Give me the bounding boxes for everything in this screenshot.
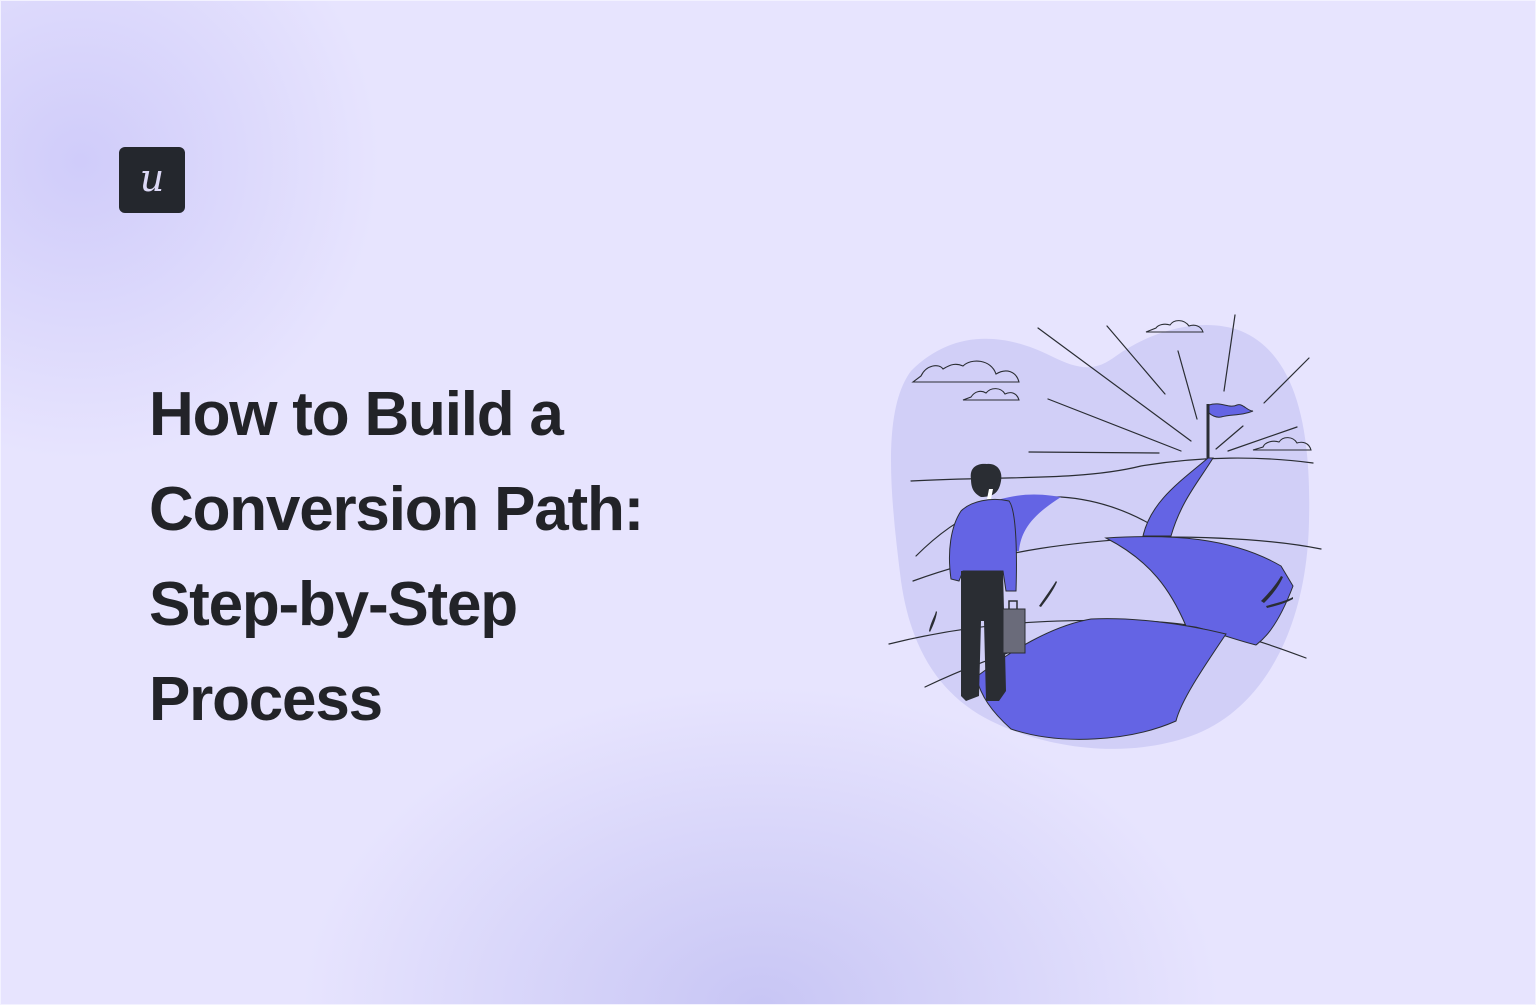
page-title: How to Build a Conversion Path: Step-by-… <box>149 367 769 747</box>
sun-rays <box>1028 314 1310 454</box>
mid-path <box>1104 536 1294 646</box>
title-line-3: Step-by-Step <box>149 570 518 639</box>
far-path <box>1142 457 1214 537</box>
path-to-flag-illustration <box>888 314 1322 749</box>
person-figure <box>948 463 1026 701</box>
brand-logo: u <box>119 147 185 213</box>
title-line-2: Conversion Path: <box>149 475 644 544</box>
plant-icons <box>929 576 1293 632</box>
flag-icon <box>1206 403 1254 458</box>
title-line-4: Process <box>149 665 383 734</box>
near-path <box>975 618 1227 740</box>
logo-letter: u <box>139 156 165 200</box>
clouds <box>911 320 1312 451</box>
title-line-1: How to Build a <box>149 380 564 449</box>
